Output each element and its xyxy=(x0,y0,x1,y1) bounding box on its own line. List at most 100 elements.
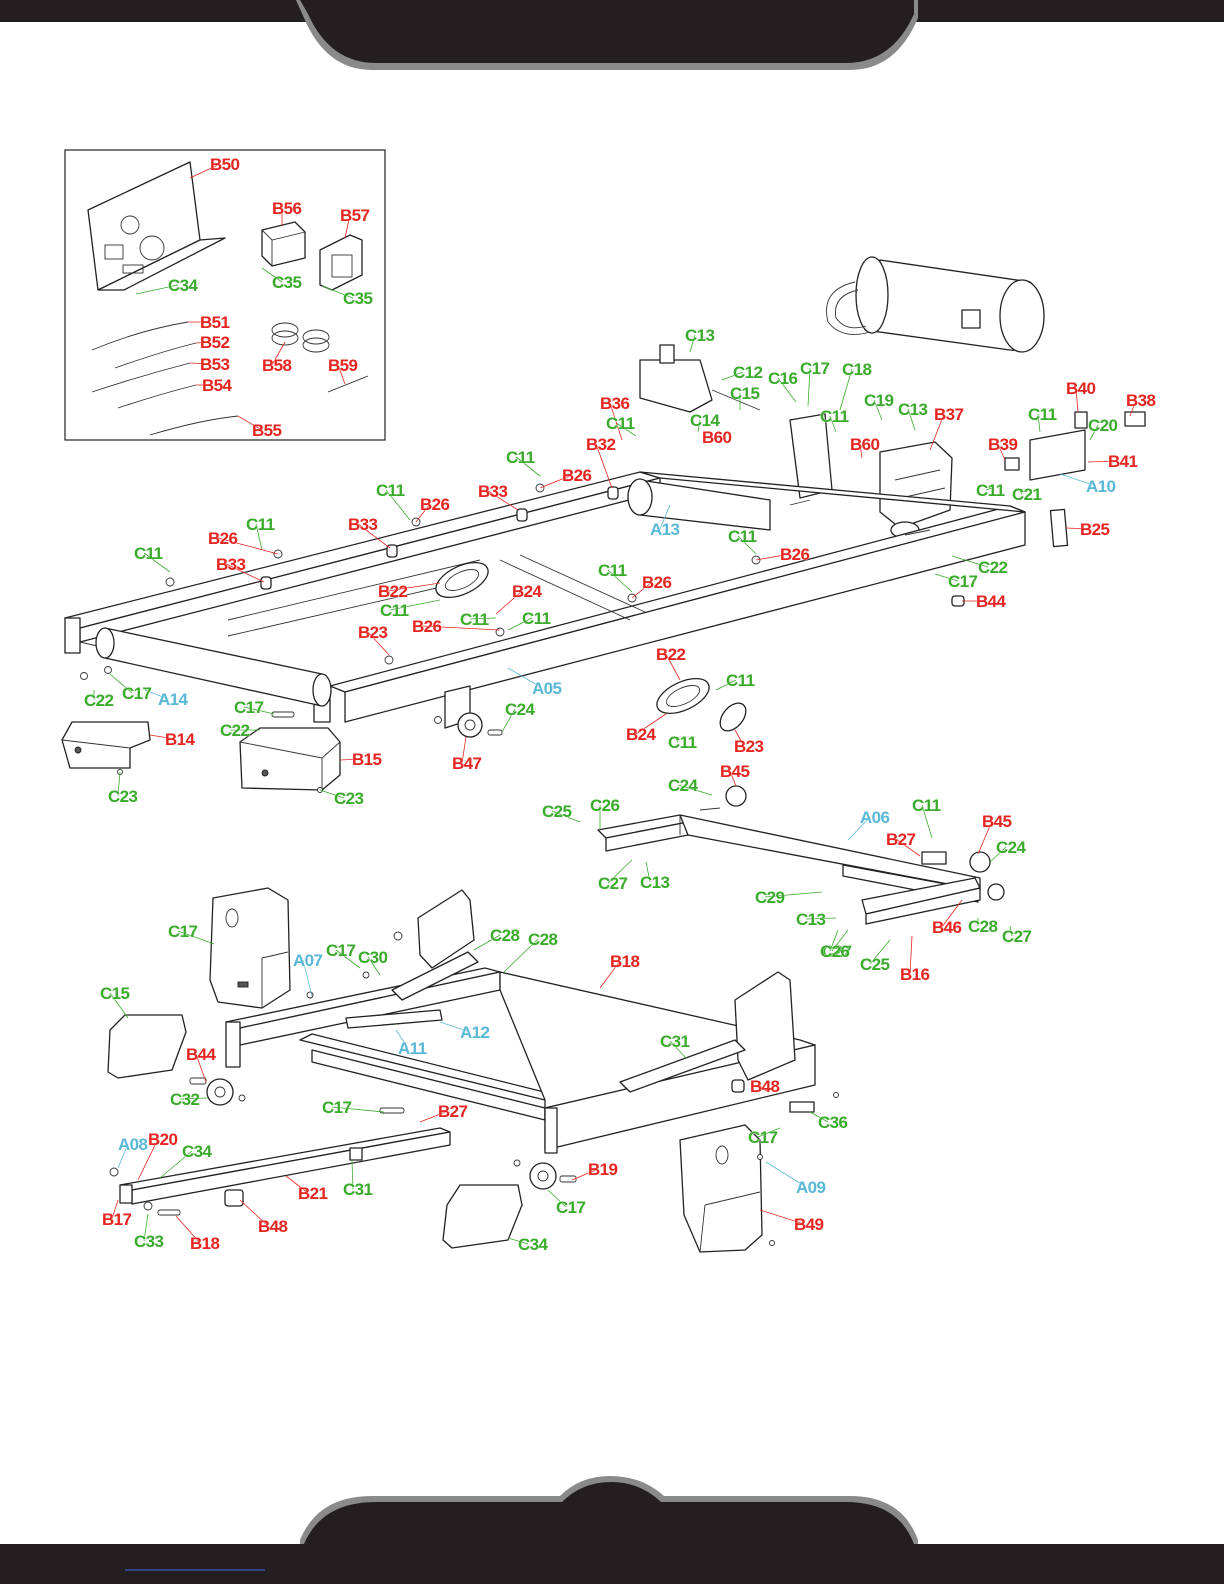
part-label-c13: C13 xyxy=(685,326,715,345)
leader-line-c11 xyxy=(985,487,993,491)
part-label-b46: B46 xyxy=(932,918,962,937)
leader-line-c27 xyxy=(1009,925,1013,937)
part-label-c13: C13 xyxy=(796,910,826,929)
leader-line-c24 xyxy=(501,708,516,733)
part-label-c27: C27 xyxy=(822,942,852,961)
leader-line-b17 xyxy=(111,1199,119,1220)
leader-line-c26 xyxy=(829,929,839,952)
leader-line-b33 xyxy=(487,490,519,511)
leader-line-b48 xyxy=(759,1085,769,1093)
leader-line-a12 xyxy=(439,1021,471,1033)
part-label-c17: C17 xyxy=(748,1128,778,1147)
part-label-c34: C34 xyxy=(182,1142,213,1161)
upright-mounts xyxy=(417,889,796,1081)
leader-line-c29 xyxy=(764,891,823,898)
leader-line-b15 xyxy=(339,758,363,761)
leader-line-a05 xyxy=(507,667,543,689)
part-label-b37: B37 xyxy=(934,405,964,424)
part-label-b23: B23 xyxy=(358,623,388,642)
leader-line-c11 xyxy=(921,804,933,839)
part-label-c29: C29 xyxy=(755,888,785,907)
part-label-c13: C13 xyxy=(640,873,670,892)
part-label-c17: C17 xyxy=(322,1098,352,1117)
part-label-b52: B52 xyxy=(200,333,230,352)
part-label-a10: A10 xyxy=(1086,477,1116,496)
leader-line-c34 xyxy=(135,284,179,295)
leader-line-b20 xyxy=(137,1138,159,1181)
leader-line-c13 xyxy=(689,334,696,353)
part-label-b39: B39 xyxy=(988,435,1018,454)
leader-line-b26 xyxy=(421,625,501,631)
part-label-a12: A12 xyxy=(460,1023,490,1042)
end-cap-b14 xyxy=(61,721,151,769)
part-label-b50: B50 xyxy=(210,155,240,174)
part-label-c31: C31 xyxy=(343,1180,373,1199)
part-label-c20: C20 xyxy=(1088,416,1118,435)
part-label-c17: C17 xyxy=(122,684,152,703)
leader-line-c12 xyxy=(721,371,744,381)
part-label-c33: C33 xyxy=(134,1232,164,1251)
leader-line-c31 xyxy=(669,1040,687,1059)
leader-line-c17 xyxy=(807,367,811,407)
part-label-c28: C28 xyxy=(490,926,520,945)
part-label-b24: B24 xyxy=(512,582,543,601)
part-label-b48: B48 xyxy=(258,1217,288,1236)
part-label-b53: B53 xyxy=(200,355,230,374)
part-label-b23: B23 xyxy=(734,737,764,756)
part-label-c23: C23 xyxy=(108,787,138,806)
part-label-a07: A07 xyxy=(293,951,323,970)
leader-line-b26 xyxy=(755,553,791,561)
part-label-a06: A06 xyxy=(860,808,890,827)
leader-line-a14 xyxy=(144,689,169,700)
leader-line-b52 xyxy=(195,341,211,344)
part-label-a09: A09 xyxy=(796,1178,826,1197)
lift-arm-a11 xyxy=(619,1039,746,1093)
part-label-c16: C16 xyxy=(768,369,798,388)
leader-line-c17 xyxy=(934,573,959,582)
part-label-c31: C31 xyxy=(660,1032,690,1051)
leader-line-b45 xyxy=(977,820,993,855)
part-label-b38: B38 xyxy=(1126,391,1156,410)
leader-line-b27 xyxy=(419,1110,449,1123)
electronics-inset xyxy=(64,149,386,441)
leader-line-a07 xyxy=(302,959,313,997)
cover-b16 xyxy=(209,887,291,1009)
leader-line-c13 xyxy=(907,408,916,431)
part-label-b15: B15 xyxy=(352,750,382,769)
rear-roller-a14 xyxy=(95,627,332,707)
leader-line-c16 xyxy=(777,377,797,403)
leader-line-c13 xyxy=(645,861,651,883)
leader-line-b58 xyxy=(271,341,286,366)
part-label-c36: C36 xyxy=(818,1113,848,1132)
header-bar xyxy=(0,0,1224,70)
leader-line-c35 xyxy=(261,267,283,283)
filter-b56 xyxy=(261,221,306,267)
leader-line-c11 xyxy=(673,735,679,743)
part-label-c11: C11 xyxy=(246,515,275,534)
leader-line-c25 xyxy=(869,939,891,965)
part-label-b41: B41 xyxy=(1108,452,1138,471)
part-label-c11: C11 xyxy=(134,544,163,563)
leader-line-c23 xyxy=(319,789,345,799)
part-label-c11: C11 xyxy=(380,601,409,620)
end-cap-b15 xyxy=(239,727,341,791)
part-label-b17: B17 xyxy=(102,1210,132,1229)
motor-bracket xyxy=(639,344,761,413)
part-label-c11: C11 xyxy=(598,561,627,580)
part-label-c17: C17 xyxy=(948,572,978,591)
leveler-b22-b24 xyxy=(435,562,747,732)
part-label-b27: B27 xyxy=(886,830,916,849)
leader-line-b18 xyxy=(175,1215,201,1244)
part-label-c25: C25 xyxy=(542,802,572,821)
leader-line-a08 xyxy=(117,1143,129,1169)
part-label-c11: C11 xyxy=(1028,405,1057,424)
part-label-c28: C28 xyxy=(528,930,558,949)
part-label-b33: B33 xyxy=(216,555,246,574)
part-label-c11: C11 xyxy=(506,448,535,467)
part-label-b14: B14 xyxy=(165,730,196,749)
ferrite-rings-b58 xyxy=(271,322,330,353)
part-label-a05: A05 xyxy=(532,679,562,698)
upright-bracket-b60 xyxy=(789,413,833,499)
leader-line-b23 xyxy=(367,631,390,656)
leader-line-b26 xyxy=(415,503,431,523)
